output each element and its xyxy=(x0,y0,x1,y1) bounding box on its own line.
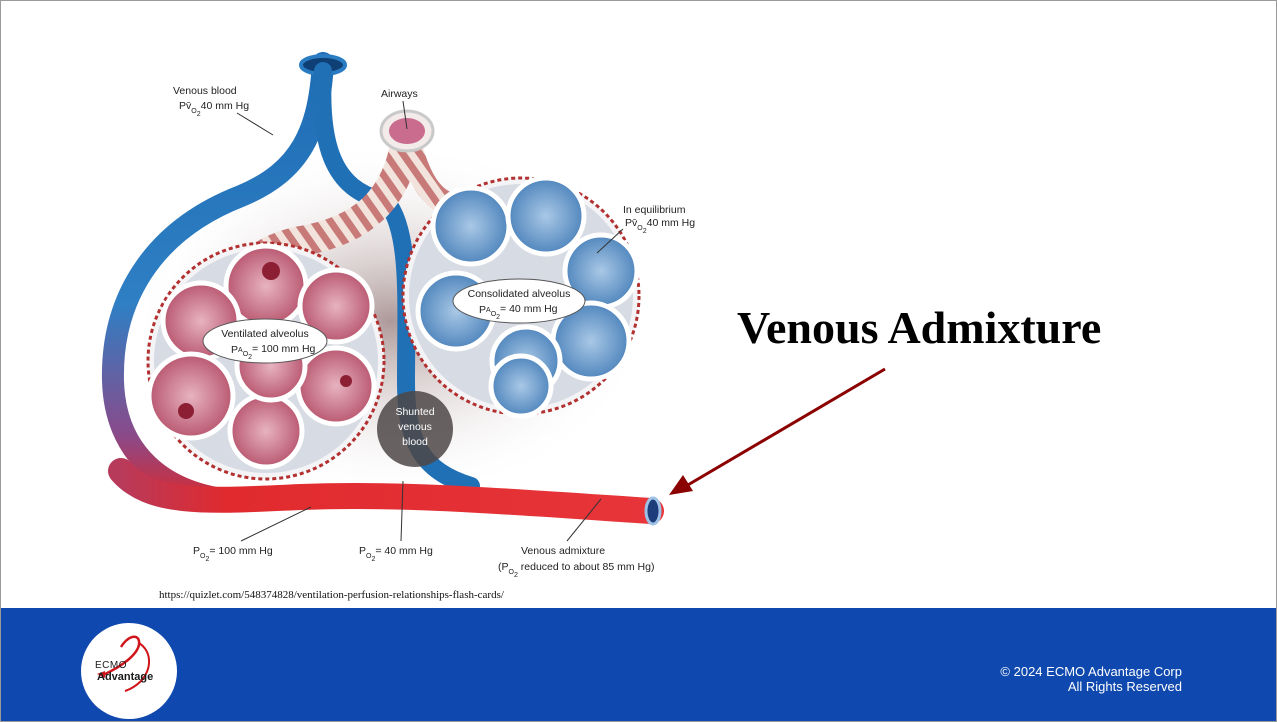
airways-label: Airways xyxy=(381,88,418,100)
shunted-label-1: Shunted xyxy=(395,406,434,418)
pointer-arrow xyxy=(661,363,893,499)
shunted-label-2: venous xyxy=(398,421,432,433)
source-url[interactable]: https://quizlet.com/548374828/ventilatio… xyxy=(159,589,504,601)
venous-admixture-diagram: Shunted venous blood Ventilated alveolus… xyxy=(1,1,721,601)
in-equilibrium-label: In equilibrium xyxy=(623,204,686,216)
slide-title: Venous Admixture xyxy=(737,301,1101,354)
venous-admixture-detail-label: (PO2 reduced to about 85 mm Hg) xyxy=(498,561,654,579)
venous-admixture-label: Venous admixture xyxy=(521,545,605,557)
copyright-text: © 2024 ECMO Advantage Corp xyxy=(1000,664,1182,679)
venous-blood-pressure-label: Pv̄O240 mm Hg xyxy=(179,100,249,118)
in-equilibrium-pressure-label: Pv̄O240 mm Hg xyxy=(625,217,695,235)
consolidated-alveolus-label: Consolidated alveolus xyxy=(468,288,571,300)
venous-blood-label: Venous blood xyxy=(173,85,237,97)
ecmo-advantage-logo: ECMO Advantage xyxy=(81,623,177,719)
shunted-label-3: blood xyxy=(402,436,428,448)
rights-text: All Rights Reserved xyxy=(1000,679,1182,694)
logo-line2: Advantage xyxy=(97,671,153,683)
ventilated-alveolus-label: Ventilated alveolus xyxy=(221,328,309,340)
logo-line1: ECMO xyxy=(95,660,127,671)
po2-100-label: PO2= 100 mm Hg xyxy=(193,545,273,563)
po2-40-label: PO2= 40 mm Hg xyxy=(359,545,433,563)
copyright-block: © 2024 ECMO Advantage Corp All Rights Re… xyxy=(1000,664,1182,694)
